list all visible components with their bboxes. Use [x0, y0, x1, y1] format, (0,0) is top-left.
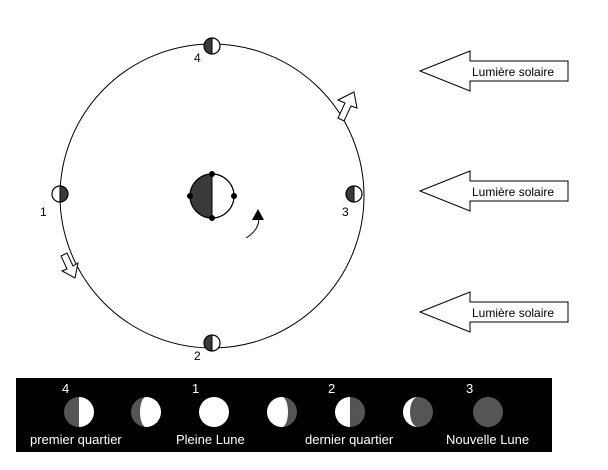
earth-observer-dot-right [231, 193, 237, 199]
phase-number-4: 4 [62, 381, 69, 396]
earth-rotation-arrow [245, 209, 264, 239]
phases-panel: 4 1 2 3 premier quartier Pleine Lune der… [16, 378, 552, 452]
phase-label-new-moon: Nouvelle Lune [446, 432, 529, 447]
earth-observer-dot-top [209, 171, 215, 177]
phase-new-moon [473, 397, 503, 427]
orbit-label-1: 1 [40, 205, 47, 219]
sunlight-arrow-2: Lumière solaire [418, 170, 569, 212]
sunlight-arrow-3: Lumière solaire [418, 291, 569, 333]
phase-waning-crescent-moon [403, 397, 433, 427]
phase-first-quarter-moon [64, 397, 94, 427]
moon-position-4 [203, 37, 221, 55]
phase-label-first-quarter: premier quartier [30, 432, 122, 447]
moon-position-1 [51, 185, 69, 203]
sunlight-arrow-label-3: Lumière solaire [472, 306, 554, 320]
phase-number-3: 3 [466, 381, 473, 396]
phase-label-full-moon: Pleine Lune [176, 432, 245, 447]
orbit-label-4: 4 [194, 51, 201, 65]
earth-observer-dot-bottom [209, 215, 215, 221]
earth [187, 171, 237, 221]
orbit-direction-arrow-lower [60, 252, 79, 279]
moon-position-2 [203, 334, 221, 352]
orbit-label-3: 3 [342, 205, 349, 219]
phase-number-2: 2 [328, 381, 335, 396]
orbit-direction-arrow-upper [336, 91, 358, 122]
sunlight-arrow-label-1: Lumière solaire [472, 65, 554, 79]
orbit-label-2: 2 [194, 349, 201, 363]
phase-waning-gibbous-moon [267, 397, 297, 427]
sunlight-arrow-label-2: Lumière solaire [472, 185, 554, 199]
phase-waxing-gibbous-moon [131, 397, 161, 427]
phase-full-moon [199, 397, 229, 427]
phase-number-1: 1 [192, 381, 199, 396]
phase-label-last-quarter: dernier quartier [305, 432, 394, 447]
moon-position-3 [345, 185, 363, 203]
sunlight-arrow-1: Lumière solaire [418, 50, 569, 92]
earth-observer-dot-left [187, 193, 193, 199]
phase-last-quarter-moon [335, 397, 365, 427]
